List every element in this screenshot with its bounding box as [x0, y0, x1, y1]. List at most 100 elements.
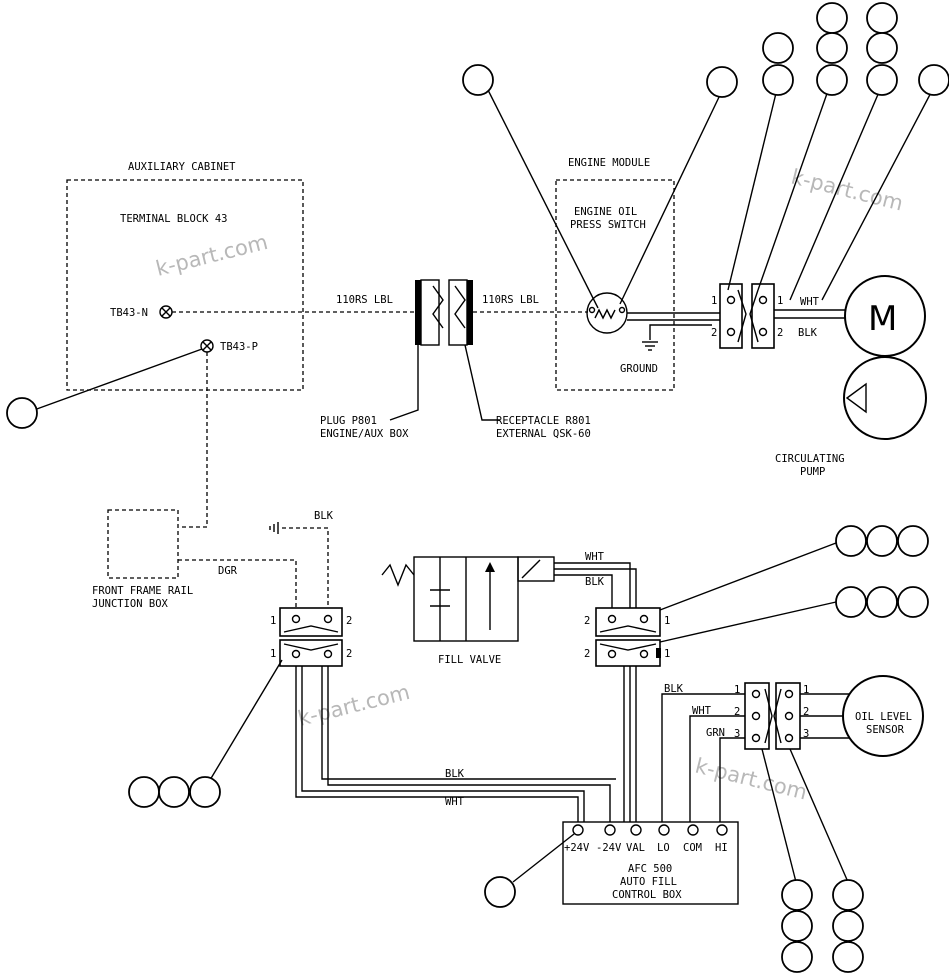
sensor-pin-3-right: 3	[803, 728, 809, 740]
front-frame-sub-label: JUNCTION BOX	[92, 598, 169, 610]
callout-bubble	[781, 910, 813, 942]
callout-bubble	[781, 941, 813, 973]
left-connector-bottom	[279, 639, 343, 667]
sensor-wht-label: WHT	[692, 705, 712, 717]
motor-m-label: M	[868, 299, 897, 339]
oil-switch-label: ENGINE OIL	[574, 206, 637, 218]
afc-control-box-label: CONTROL BOX	[612, 889, 682, 901]
sensor-pin-2-right: 2	[803, 706, 809, 718]
ground-icon	[269, 522, 279, 534]
sensor-connector-left	[744, 682, 773, 750]
valve-conn-pin-2-bottom: 2	[584, 648, 590, 660]
blk-ground-wire	[282, 527, 329, 608]
afc-terminal-val: VAL	[626, 842, 645, 854]
afc-control-box	[562, 821, 739, 905]
wht-wire-afc-2	[301, 666, 585, 822]
terminal-block-label: TERMINAL BLOCK 43	[120, 213, 227, 225]
wht-wire-afc	[295, 666, 579, 822]
fill-valve-icon	[381, 556, 555, 642]
wire-110rs-right-label: 110RS LBL	[482, 294, 539, 306]
pump-pin-1-left: 1	[711, 295, 717, 307]
callout-bubble	[484, 876, 516, 908]
watermark: k-part.com	[153, 230, 270, 281]
afc-terminal-plus24v: +24V	[564, 842, 590, 854]
blk-wire-afc-label: BLK	[445, 768, 465, 780]
pump-label: CIRCULATING	[775, 453, 845, 465]
afc-terminal-hi: HI	[715, 842, 728, 854]
callout-bubble	[462, 64, 494, 96]
callout-bubble	[897, 525, 929, 557]
callout-bubble	[866, 64, 898, 96]
motor-icon: M	[844, 275, 926, 357]
callout-bubble	[835, 525, 867, 557]
afc-terminal-com: COM	[683, 842, 702, 854]
pump-blk-label: BLK	[798, 327, 818, 339]
callout-bubble	[918, 64, 949, 96]
plug-p801-connector	[415, 279, 444, 346]
afc-terminal-minus24v: -24V	[596, 842, 622, 854]
receptacle-leader-line	[464, 344, 500, 421]
callout-bubble	[706, 66, 738, 98]
callout-bubble	[866, 586, 898, 618]
valve-connector-top	[595, 607, 661, 637]
sensor-pin-1-left: 1	[734, 684, 740, 696]
callout-bubble	[816, 32, 848, 64]
engine-module-label: ENGINE MODULE	[568, 157, 650, 169]
sensor-connector-right	[773, 682, 801, 750]
tb43-n-terminal-icon	[159, 305, 173, 319]
wire-110rs-left-label: 110RS LBL	[336, 294, 393, 306]
sensor-blk-wire	[661, 693, 745, 822]
callout-bubble	[832, 910, 864, 942]
left-connector-top	[279, 607, 343, 637]
pump-connector-right	[749, 283, 775, 349]
fill-valve-blk-wire	[554, 574, 613, 608]
valve-conn-pin-1-bottom: 1	[664, 648, 670, 660]
callout-leader	[512, 833, 575, 883]
callout-leader	[209, 659, 283, 781]
tb43-p-label: TB43-P	[220, 341, 258, 353]
oil-level-sensor-label: OIL LEVEL	[855, 711, 912, 723]
watermark: k-part.com	[693, 754, 810, 805]
fill-valve-label: FILL VALVE	[438, 654, 501, 666]
callout-leader	[789, 748, 849, 883]
callout-leader	[727, 84, 779, 291]
fill-valve-wht-wire	[554, 562, 631, 608]
callout-bubble	[897, 586, 929, 618]
front-frame-label: FRONT FRAME RAIL	[92, 585, 193, 597]
front-frame-junction-box	[107, 509, 179, 579]
valve-connector-bottom	[595, 639, 661, 667]
wht-wire-afc-label: WHT	[445, 796, 465, 808]
valve-conn-pin-2-top: 2	[584, 615, 590, 627]
pump-wht-label: WHT	[800, 296, 820, 308]
callout-bubble	[832, 879, 864, 911]
sensor-grn-wire	[719, 737, 745, 822]
callout-leader	[619, 94, 721, 305]
receptacle-r801-sub-label: EXTERNAL QSK-60	[496, 428, 591, 440]
blk-wire-afc-2	[321, 666, 616, 780]
pump-icon	[843, 356, 927, 440]
blk-ground-label: BLK	[314, 510, 334, 522]
callout-bubble	[128, 776, 160, 808]
callout-leader	[659, 542, 837, 611]
ground-wire	[649, 324, 712, 340]
callout-leader	[659, 601, 837, 643]
pump-pin-2-left: 2	[711, 327, 717, 339]
tb43-p-wire	[180, 352, 208, 528]
pump-sub-label: PUMP	[800, 466, 825, 478]
callout-leader	[33, 348, 203, 411]
pump-pin-2-right: 2	[777, 327, 783, 339]
receptacle-r801-connector	[448, 279, 473, 346]
plug-p801-sub-label: ENGINE/AUX BOX	[320, 428, 409, 440]
callout-bubble	[189, 776, 221, 808]
callout-bubble	[762, 32, 794, 64]
left-conn-pin-2-bottom: 2	[346, 648, 352, 660]
callout-bubble	[781, 879, 813, 911]
tb43-p-terminal-icon	[200, 339, 214, 353]
fill-valve-blk-label: BLK	[585, 576, 605, 588]
engine-module-box	[555, 179, 675, 391]
callout-bubble	[866, 525, 898, 557]
left-conn-pin-1-top: 1	[270, 615, 276, 627]
afc-model-label: AFC 500	[628, 863, 672, 875]
receptacle-r801-label: RECEPTACLE R801	[496, 415, 591, 427]
oil-switch-sub-label: PRESS SWITCH	[570, 219, 646, 231]
